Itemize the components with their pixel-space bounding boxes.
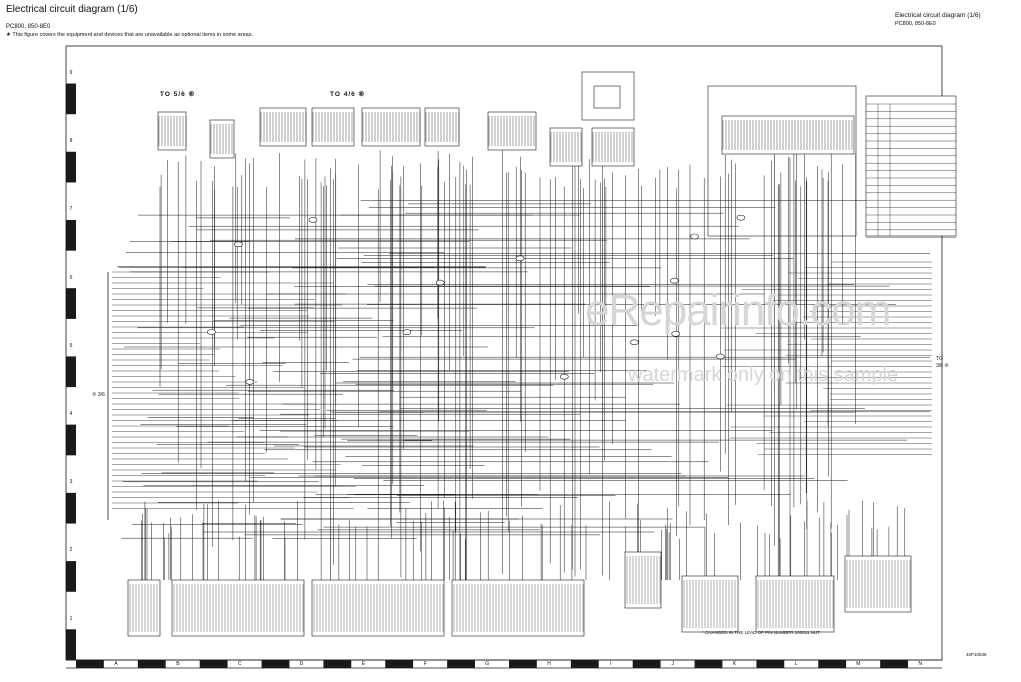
connector-block (209, 119, 235, 159)
legend-table (865, 95, 957, 238)
bottom-connector (311, 579, 445, 637)
column-band-block (76, 660, 104, 668)
column-label: I (610, 661, 612, 667)
column-band-block (385, 660, 414, 668)
row-label: 9 (69, 69, 73, 76)
watermark-domain: eRepairinfo.com (585, 286, 891, 335)
row-band-block (66, 83, 76, 115)
column-label: N (918, 661, 922, 667)
column-band-block (323, 660, 352, 668)
column-band-block (756, 660, 785, 668)
page-title: Electrical circuit diagram (1/6) (6, 4, 138, 15)
column-label: D (299, 661, 304, 667)
connector-block (487, 111, 537, 151)
splice-mark (245, 379, 255, 385)
row-band-block (66, 356, 76, 388)
drawing-code: 46P10838 (966, 652, 987, 657)
row-band-block (66, 151, 76, 183)
column-label: L (795, 661, 798, 667)
splice-mark (435, 279, 445, 286)
column-grid-band (66, 659, 942, 669)
column-label: A (114, 661, 118, 667)
connector-block (311, 107, 355, 147)
splice-mark (669, 277, 679, 284)
column-band-block (509, 660, 537, 668)
column-band-block (447, 660, 475, 668)
connector-label-to-4-6: TO 4/6 ⑥ (330, 91, 366, 98)
row-band-block (66, 561, 76, 592)
connector-block (259, 107, 307, 147)
bottom-connector (451, 579, 585, 637)
row-band-block (66, 424, 76, 456)
connector-label-to-5-6: TO 5/6 ⑥ (160, 91, 196, 98)
column-band-block (137, 660, 166, 668)
row-band-block (66, 288, 76, 319)
row-band-block (66, 629, 76, 660)
row-band-block (66, 492, 76, 524)
splice-mark (715, 353, 725, 360)
row-label: 1 (69, 615, 73, 622)
column-label: B (176, 661, 180, 667)
bottom-connector (681, 575, 739, 633)
splice-mark (515, 255, 525, 262)
row-label: 8 (69, 138, 73, 145)
column-label: H (547, 661, 551, 667)
model-label: PC800, 850-8E0 (6, 24, 51, 30)
row-label: 7 (69, 206, 73, 213)
column-label: F (423, 661, 427, 667)
right-model: PC800, 850-8E0 (895, 21, 936, 27)
splice-mark (308, 217, 318, 223)
row-label: 5 (69, 342, 73, 349)
splice-mark (234, 241, 243, 248)
wire-bundle (107, 150, 932, 599)
row-band-block (66, 219, 76, 251)
column-band-block (570, 660, 599, 668)
footer-note: * CHANGED IN THE LEAD OF PIN NUMBER 1000… (702, 630, 821, 635)
bottom-connector (171, 579, 305, 637)
watermark-caption: watermark only on this sample (628, 364, 899, 386)
right-title: Electrical circuit diagram (1/6) (895, 12, 981, 19)
column-band-block (818, 660, 847, 668)
column-label: J (671, 661, 674, 667)
column-band-block (632, 660, 661, 668)
column-band-block (880, 660, 908, 668)
splice-mark (630, 339, 639, 346)
component-group (127, 71, 957, 637)
connector-block (157, 111, 187, 151)
column-band-block (261, 660, 290, 668)
connector-block (361, 107, 421, 147)
column-label: C (237, 661, 242, 667)
row-label: 3 (69, 479, 73, 486)
bottom-connector (127, 579, 161, 637)
connector-ref-left: ⑤ 3/6 (92, 392, 105, 398)
splice-mark (402, 329, 412, 336)
row-label: 4 (69, 410, 73, 417)
row-label: 6 (69, 274, 73, 281)
row-grid-band (66, 83, 76, 660)
column-label: G (485, 661, 490, 667)
bottom-connector (624, 551, 662, 609)
connector-ref-right: TO 3/6 ⑥ (936, 356, 949, 369)
connector-block (424, 107, 460, 147)
splice-mark (671, 330, 681, 337)
column-band-block (199, 660, 228, 668)
column-label: K (732, 661, 737, 667)
splice-mark (559, 373, 569, 380)
column-label: M (856, 661, 861, 667)
splice-mark (736, 214, 746, 221)
row-label: 2 (69, 547, 73, 554)
splice-mark (690, 233, 699, 240)
optional-note: ★ This figure covers the equipment and d… (6, 32, 253, 38)
bottom-connector (755, 575, 835, 633)
column-label: E (361, 661, 366, 667)
column-band-block (694, 660, 723, 668)
connector-block (591, 127, 635, 167)
splice-mark (207, 329, 216, 335)
